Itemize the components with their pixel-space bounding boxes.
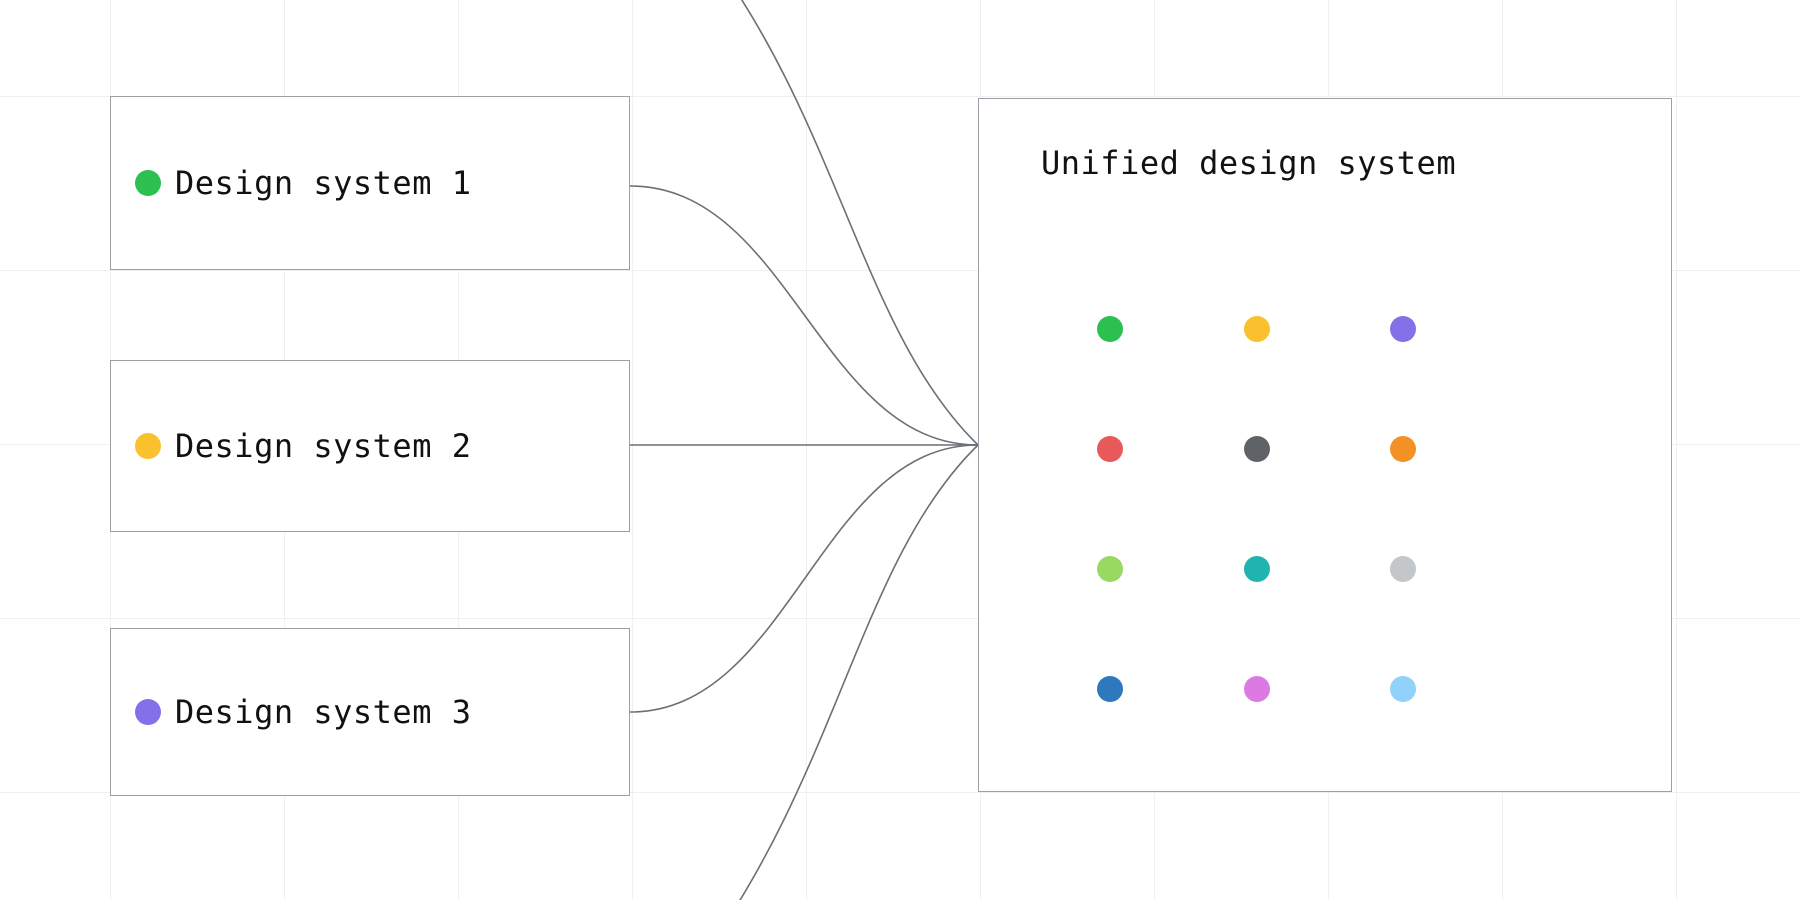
swatch-cell <box>1243 389 1391 509</box>
swatch-cell <box>1390 269 1537 389</box>
swatch-teal <box>1243 556 1270 582</box>
edge-path-4 <box>740 0 979 446</box>
swatch-cell <box>1097 629 1244 749</box>
swatch-green <box>1097 316 1123 342</box>
edge-path-5 <box>739 444 979 900</box>
purple-status-dot <box>135 699 161 725</box>
green-status-dot <box>135 170 161 196</box>
swatch-cell <box>1390 389 1537 509</box>
swatch-grid <box>1097 269 1537 749</box>
swatch-dark-gray <box>1243 436 1270 462</box>
node-card-design-system-3[interactable]: Design system 3 <box>110 628 630 796</box>
swatch-cell <box>1390 509 1537 629</box>
swatch-cell <box>1243 629 1391 749</box>
swatch-magenta <box>1243 676 1270 702</box>
swatch-sky-blue <box>1390 676 1417 702</box>
edge-path-1 <box>629 185 979 446</box>
swatch-cell <box>1243 509 1391 629</box>
swatch-orange <box>1390 436 1417 462</box>
yellow-status-dot <box>135 433 161 459</box>
edge-path-3 <box>629 444 979 713</box>
swatch-red <box>1097 436 1123 462</box>
swatch-cell <box>1097 389 1244 509</box>
swatch-light-green <box>1097 556 1123 582</box>
swatch-cell <box>1097 509 1244 629</box>
swatch-cell <box>1390 629 1537 749</box>
unified-design-system-panel[interactable]: Unified design system <box>978 98 1672 792</box>
node-card-design-system-2[interactable]: Design system 2 <box>110 360 630 532</box>
swatch-blue <box>1097 676 1123 702</box>
swatch-yellow <box>1243 316 1270 342</box>
node-label: Design system 1 <box>175 164 472 202</box>
panel-title: Unified design system <box>1041 144 1457 182</box>
node-label: Design system 3 <box>175 693 472 731</box>
node-label: Design system 2 <box>175 427 472 465</box>
swatch-purple <box>1390 316 1417 342</box>
node-card-design-system-1[interactable]: Design system 1 <box>110 96 630 270</box>
swatch-cell <box>1097 269 1244 389</box>
swatch-cell <box>1243 269 1391 389</box>
swatch-light-gray <box>1390 556 1417 582</box>
